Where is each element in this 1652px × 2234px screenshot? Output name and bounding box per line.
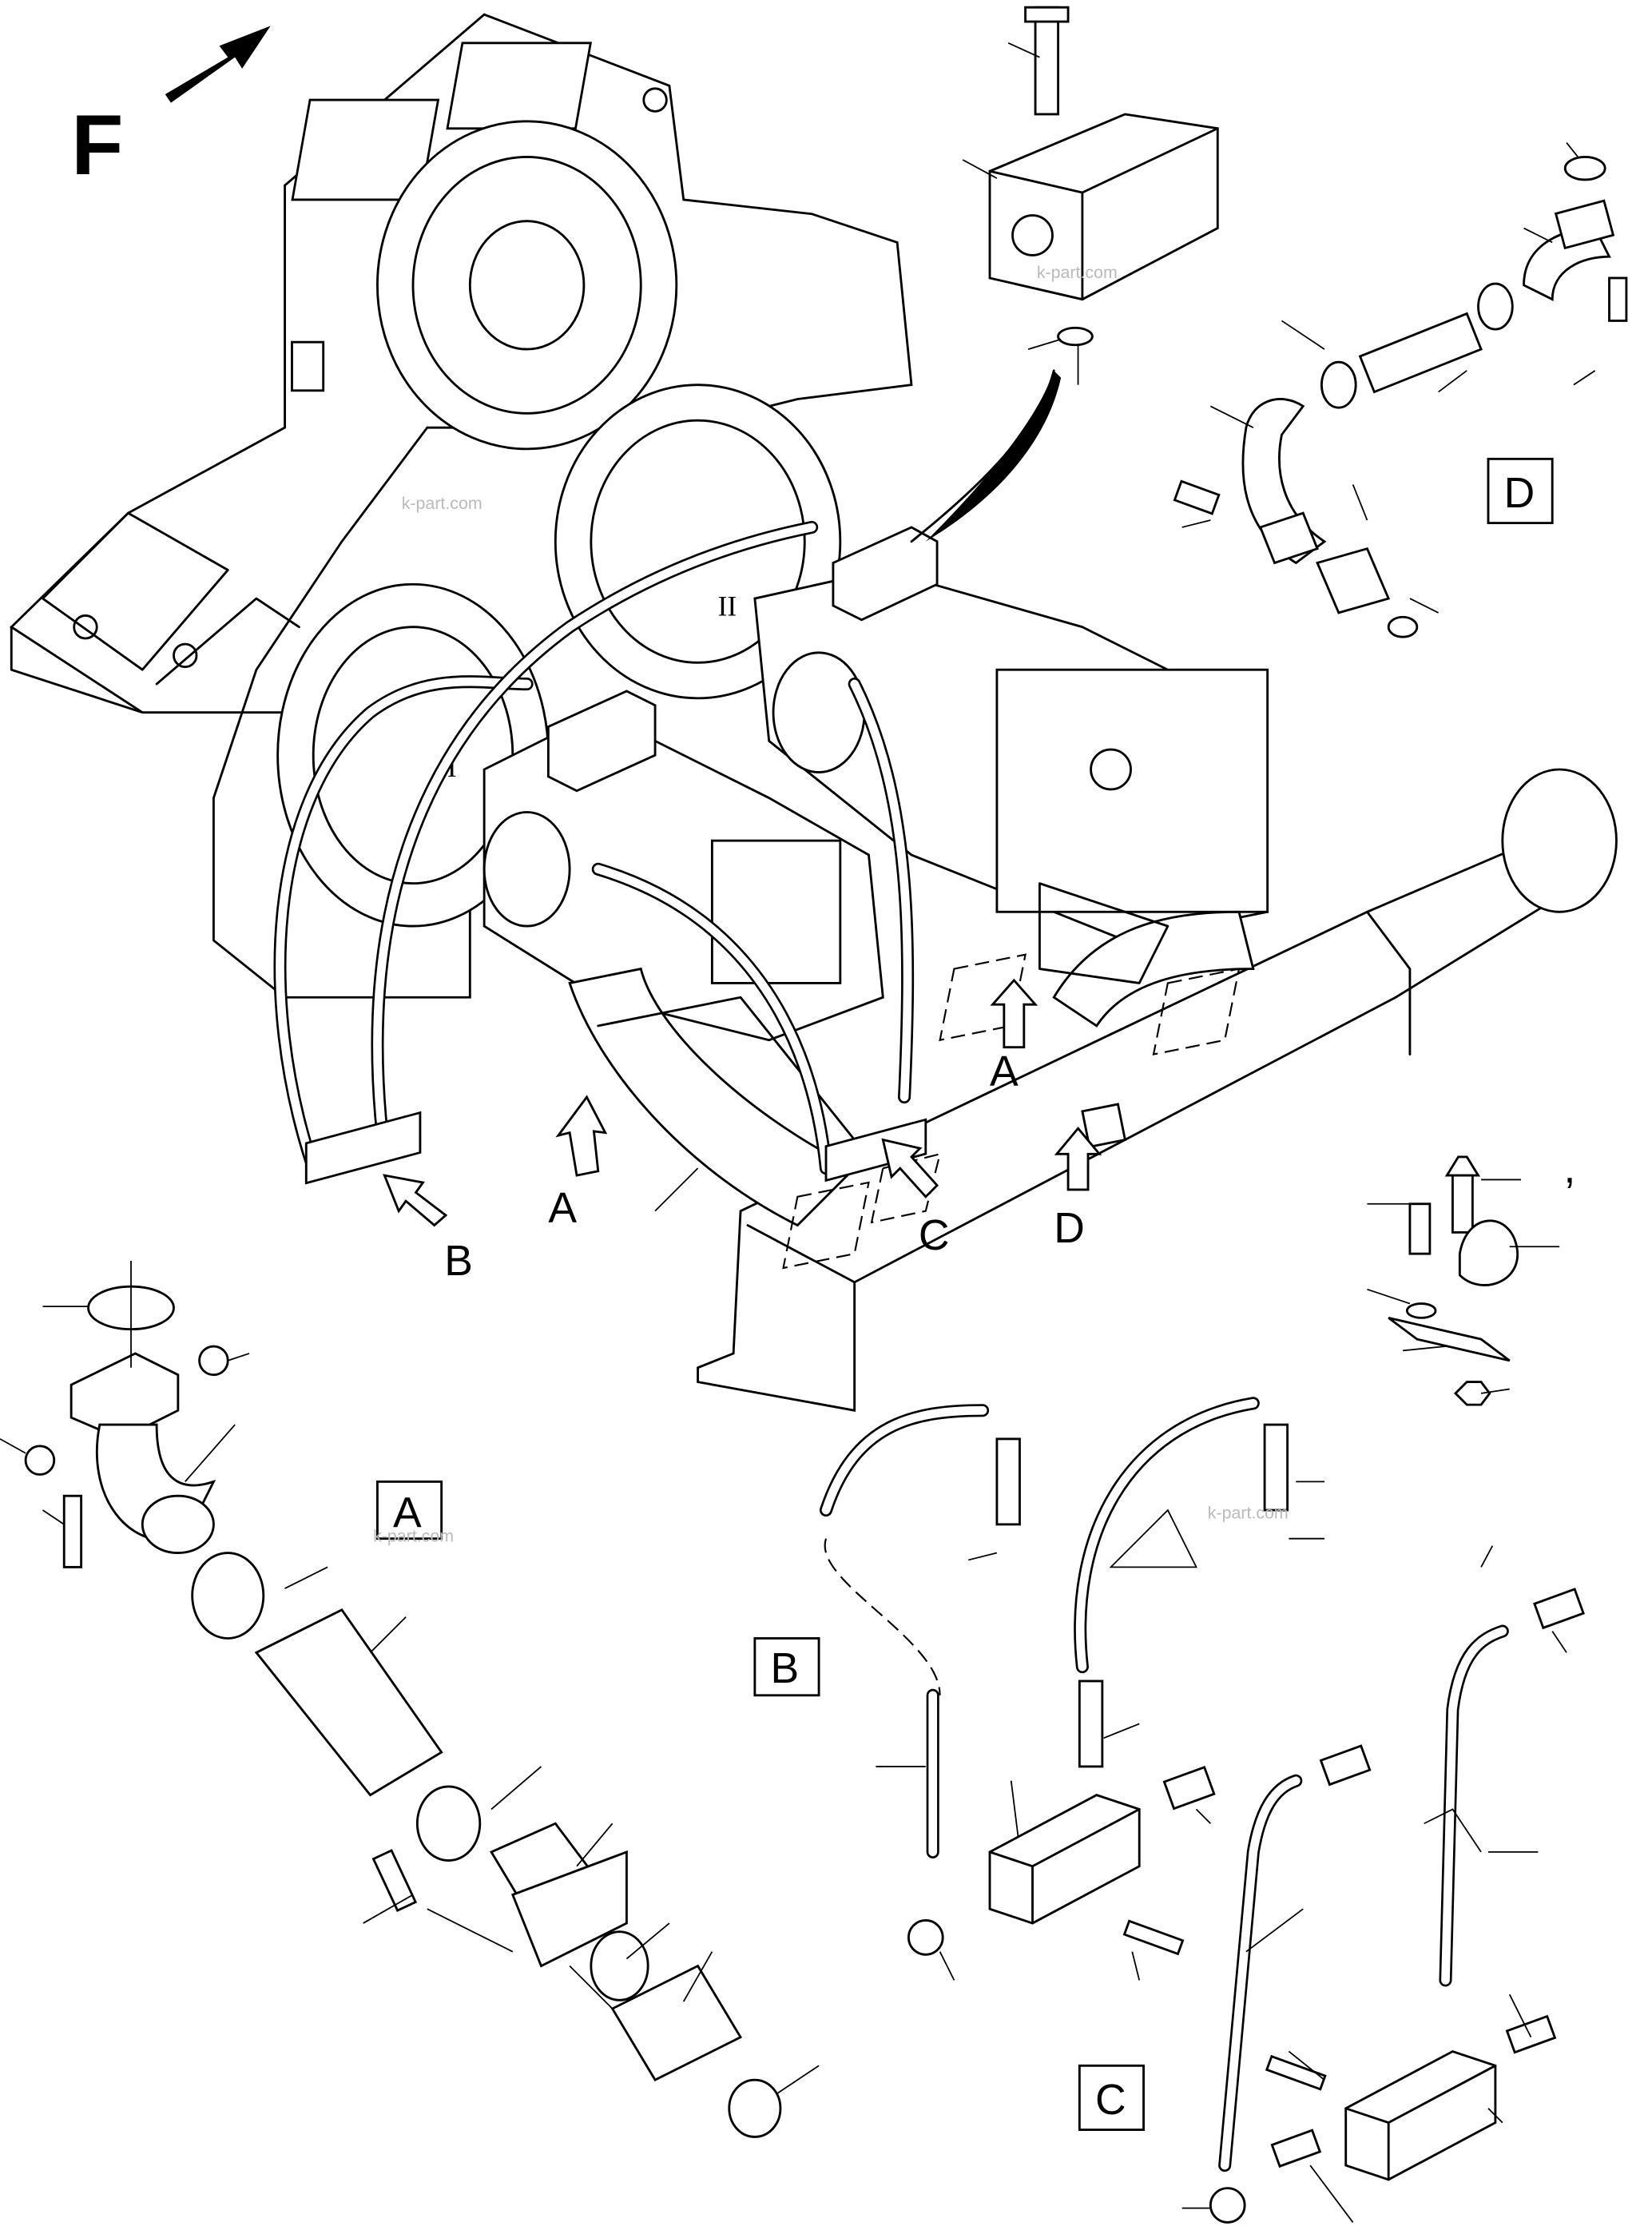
detail-d-box xyxy=(1487,457,1554,525)
hydraulic-pump-2: II xyxy=(718,526,1269,942)
detail-a-box xyxy=(376,1480,443,1540)
pump-2-label: II xyxy=(718,590,737,622)
view-arrow-c-icon xyxy=(881,1138,939,1198)
detail-d-label: D xyxy=(1504,470,1535,517)
view-arrow-d-label: D xyxy=(1054,1205,1085,1252)
valve-block-detail xyxy=(988,6,1219,385)
view-arrow-b-label: B xyxy=(444,1238,473,1285)
detail-c-box xyxy=(1078,2064,1145,2131)
distribution-block-c xyxy=(824,1118,927,1183)
view-arrow-a-right-icon xyxy=(990,978,1038,1049)
apostrophe-mark: , xyxy=(1563,1145,1575,1192)
detail-a: A xyxy=(24,1285,782,2138)
distribution-block-b xyxy=(304,1111,422,1185)
view-arrow-a-left-icon xyxy=(555,1095,608,1177)
leader-lines xyxy=(0,42,1596,2223)
forward-direction-marker: F xyxy=(71,26,271,193)
detail-b: B xyxy=(753,1397,1289,1956)
view-arrow-a-right-label: A xyxy=(990,1048,1019,1095)
pump-1-label: I xyxy=(447,751,457,783)
detail-c: C xyxy=(1078,1588,1585,2224)
main-hoses xyxy=(273,369,1062,1175)
detail-b-label: B xyxy=(770,1645,799,1692)
detail-c-label: C xyxy=(1095,2077,1126,2124)
view-arrow-a-left-label: A xyxy=(548,1185,577,1232)
watermark: k-part.com xyxy=(402,494,482,513)
view-arrow-d-icon xyxy=(1054,1127,1102,1191)
detail-a-label: A xyxy=(393,1489,422,1536)
watermark: k-part.com xyxy=(373,1526,454,1545)
clamp-bracket-detail: , xyxy=(1388,1145,1575,1406)
watermarks: k-part.com k-part.com k-part.com k-part.… xyxy=(373,263,1289,1545)
view-arrow-c-label: C xyxy=(919,1212,950,1259)
watermark: k-part.com xyxy=(1208,1504,1289,1523)
detail-d: D xyxy=(1173,155,1628,638)
view-arrows: A A B C D xyxy=(383,978,1102,1285)
forward-label: F xyxy=(71,97,123,193)
forward-arrow-icon xyxy=(165,26,271,103)
detail-b-box xyxy=(753,1637,820,1697)
view-arrow-b-icon xyxy=(383,1174,448,1227)
hydraulic-pump-1: I xyxy=(447,690,884,1042)
watermark: k-part.com xyxy=(1037,263,1118,282)
